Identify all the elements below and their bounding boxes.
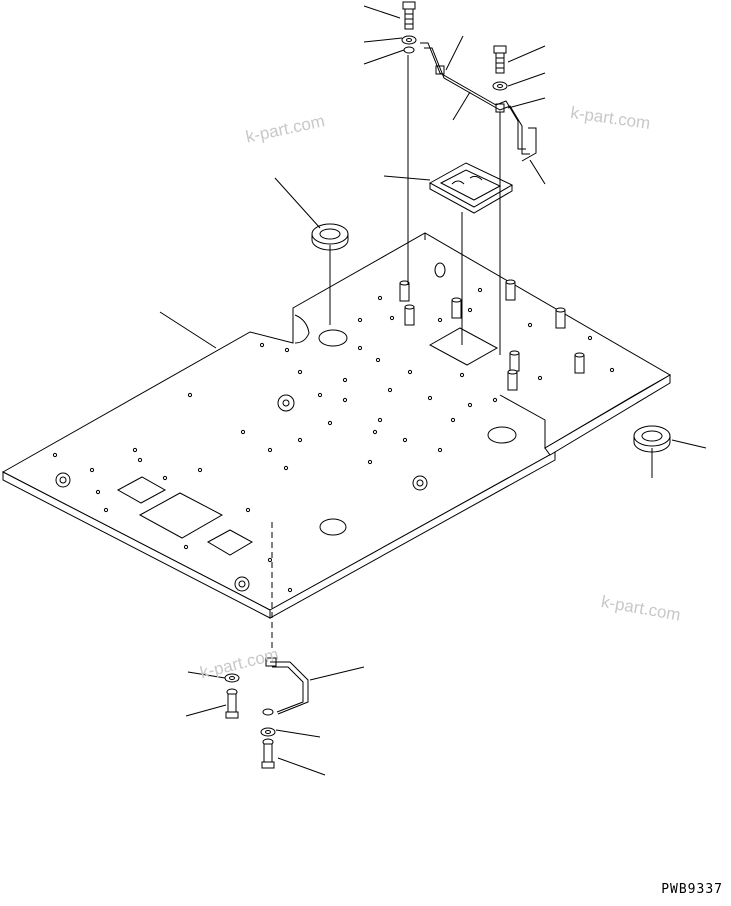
top-bolt-right (492, 45, 508, 355)
top-bolt-left (401, 1, 417, 285)
floor-plate (1, 232, 672, 619)
grommet-right (633, 425, 671, 478)
figure-code: PWB9337 (661, 882, 723, 897)
top-harness (420, 42, 537, 162)
bottom-bolt-left (224, 673, 240, 719)
bottom-bolt-right (260, 727, 276, 769)
grommet-left (311, 223, 349, 325)
leader-lines (159, 5, 707, 776)
bottom-harness (262, 522, 309, 716)
rubber-seal (428, 162, 514, 345)
